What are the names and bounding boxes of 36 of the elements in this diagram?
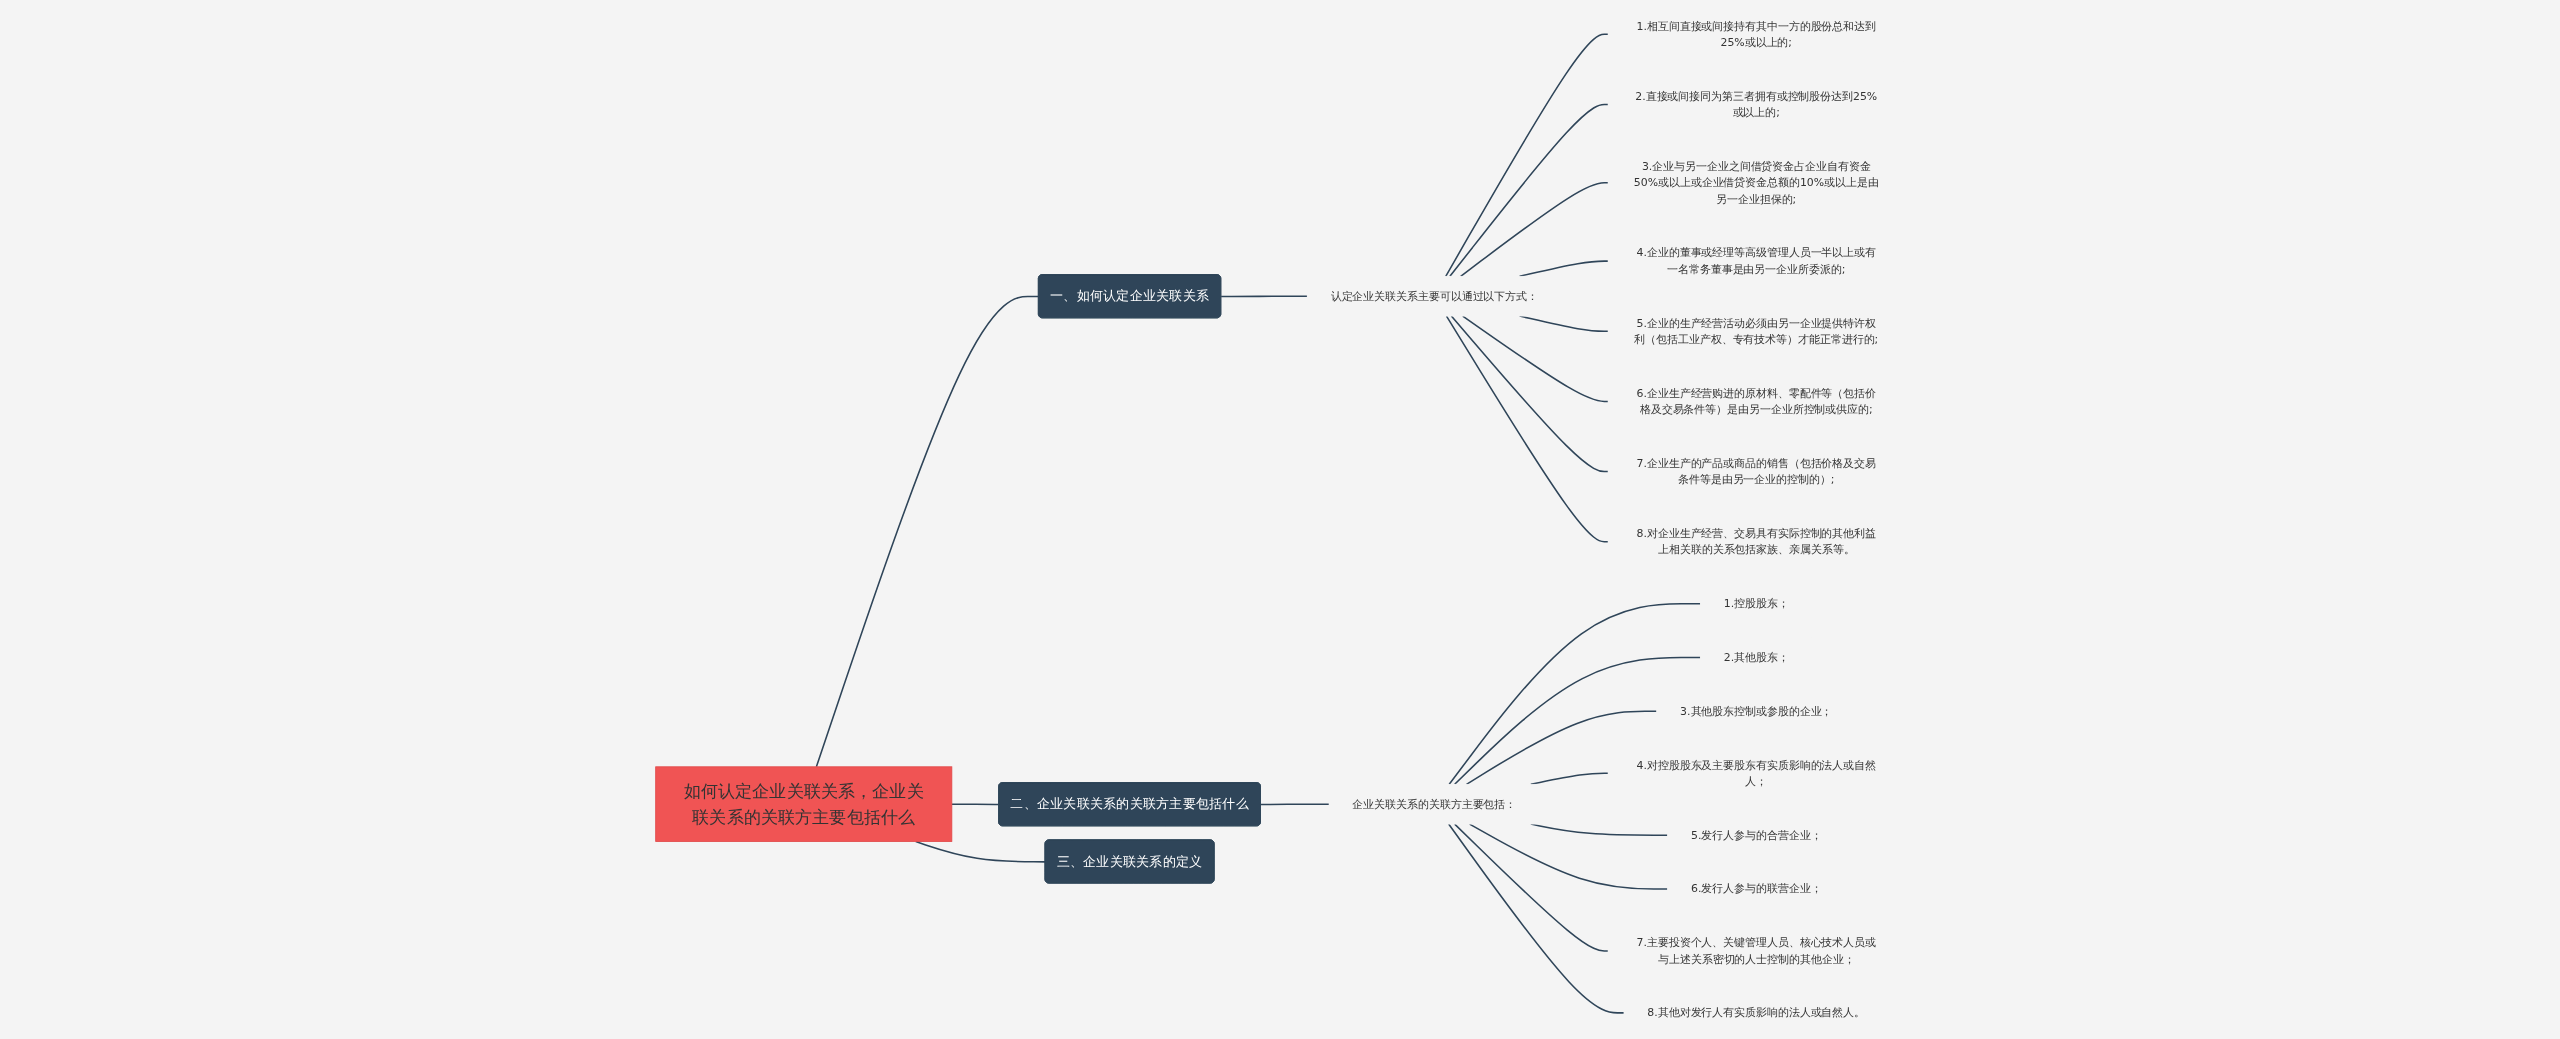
node-text: 3.其他股东控制或参股的企业； xyxy=(1680,704,1833,718)
node-text: 5.发行人参与的合营企业； xyxy=(1691,828,1822,842)
node-text: 5.企业的生产经营活动必须由另一企业提供特许权利（包括工业产权、专有技术等）才能正常进行的; xyxy=(1634,316,1879,346)
connector xyxy=(951,803,1000,806)
node-text: 8.其他对发行人有实质影响的法人或自然人。 xyxy=(1647,1006,1866,1019)
connector xyxy=(1461,315,1609,403)
node-text: 4.企业的董事或经理等高级管理人员一半以上或有一名常务董事是由另一企业所委派的; xyxy=(1636,246,1877,276)
connector xyxy=(815,295,1040,768)
node-text: 1.相互间直接或间接持有其中一方的股份总和达到25%或以上的; xyxy=(1636,19,1877,49)
connector xyxy=(1530,772,1609,786)
connector xyxy=(1450,315,1609,473)
connector xyxy=(1459,182,1609,278)
node-text: 4.对控股股东及主要股东有实质影响的法人或自然人； xyxy=(1636,758,1877,788)
node-text: 6.发行人参与的联营企业； xyxy=(1691,882,1822,895)
node-text: 认定企业关联关系主要可以通过以下方式： xyxy=(1330,289,1538,303)
connector xyxy=(1444,33,1609,278)
node-text: 2.其他股东； xyxy=(1723,650,1789,664)
connector xyxy=(1468,823,1669,890)
connector xyxy=(1453,823,1609,952)
node-text: 企业关联关系的关联方主要包括： xyxy=(1352,797,1517,811)
connector xyxy=(1449,103,1609,278)
node-box: 如何认定企业关联关系，企业关联关系的关联方主要包括什么 xyxy=(655,766,953,842)
node-text: 7.企业生产的产品或商品的销售（包括价格及交易条件等是由另一企业的控制的）; xyxy=(1636,456,1877,486)
node-text: 2.直接或间接同为第三者拥有或控制股份达到25%或以上的; xyxy=(1635,89,1878,119)
connector xyxy=(1447,823,1625,1014)
node-text: 6.企业生产经营购进的原材料、零配件等（包括价格及交易条件等）是由另一企业所控制或供应的; xyxy=(1636,386,1877,416)
node-text: 7.主要投资个人、关键管理人员、核心技术人员或与上述关系密切的人士控制的其他企业； xyxy=(1636,936,1877,965)
connector xyxy=(1465,710,1658,786)
connector xyxy=(1220,295,1309,298)
node-text: 8.对企业生产经营、交易具有实际控制的其他利益上相关联的关系包括家族、亲属关系等。 xyxy=(1636,526,1877,556)
connector xyxy=(1448,602,1702,786)
connector xyxy=(1260,803,1330,806)
node-text: 3.企业与另一企业之间借贷资金占企业自有资金50%或以上或企业借贷资金总额的10%或以上是由另一企业担保的; xyxy=(1633,159,1879,205)
node-text: 1.控股股东； xyxy=(1723,597,1789,610)
connector xyxy=(1445,315,1609,543)
connector xyxy=(1453,656,1702,786)
